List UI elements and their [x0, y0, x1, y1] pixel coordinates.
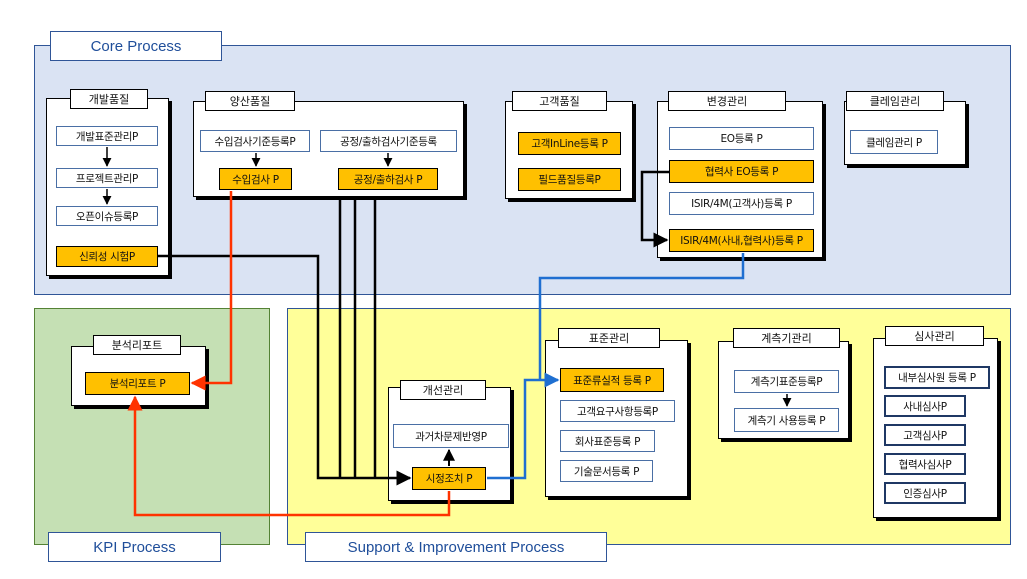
analysis-report-item[interactable]: 분석리포트 P — [85, 372, 190, 395]
flow-reliability-to-corrective — [158, 254, 412, 486]
kpi-process-label: KPI Process — [48, 532, 221, 562]
claim-mgmt-title: 클레임관리 — [846, 91, 944, 111]
standard-record-item[interactable]: 표준류실적 등록 P — [560, 368, 664, 392]
supplier-audit-item[interactable]: 협력사심사P — [884, 453, 966, 475]
customer-audit-item[interactable]: 고객심사P — [884, 424, 966, 446]
flow-isir-to-standard — [538, 253, 745, 380]
flow-corrective-to-report — [127, 395, 451, 517]
internal-audit-item[interactable]: 사내심사P — [884, 395, 966, 417]
corrective-action-item[interactable]: 시정조치 P — [412, 467, 486, 490]
instrument-mgmt-title: 계측기관리 — [733, 328, 840, 348]
standard-mgmt-title: 표준관리 — [558, 328, 660, 348]
customer-requirement-item[interactable]: 고객요구사항등록P — [560, 400, 675, 422]
dev-quality-title: 개발품질 — [70, 89, 148, 109]
isir-4m-internal-supplier-item[interactable]: ISIR/4M(사내,협력사)등록 P — [669, 229, 814, 252]
process-shipping-inspection-item[interactable]: 공정/출하검사 P — [338, 168, 438, 190]
flow-corrective-to-standard — [487, 372, 560, 480]
supplier-eo-register-item[interactable]: 협력사 EO등록 P — [669, 160, 814, 183]
mass-quality-title: 양산품질 — [205, 91, 295, 111]
certification-audit-item[interactable]: 인증심사P — [884, 482, 966, 504]
company-standard-item[interactable]: 회사표준등록 P — [560, 430, 655, 452]
past-issue-reflect-item[interactable]: 과거차문제반영P — [393, 424, 509, 448]
incoming-inspection-std-item[interactable]: 수입검사기준등록P — [200, 130, 310, 152]
analysis-report-title: 분석리포트 — [93, 335, 181, 355]
open-issue-item[interactable]: 오픈이슈등록P — [56, 206, 158, 226]
eo-register-item[interactable]: EO등록 P — [669, 127, 814, 150]
claim-mgmt-item[interactable]: 클레임관리 P — [850, 130, 938, 154]
isir-4m-customer-item[interactable]: ISIR/4M(고객사)등록 P — [669, 192, 814, 215]
project-mgmt-item[interactable]: 프로젝트관리P — [56, 168, 158, 188]
dev-standard-mgmt-item[interactable]: 개발표준관리P — [56, 126, 158, 146]
change-mgmt-title: 변경관리 — [668, 91, 786, 111]
instrument-standard-item[interactable]: 계측기표준등록P — [734, 370, 839, 393]
flow-eo-to-isir — [640, 170, 669, 248]
internal-auditor-item[interactable]: 내부심사원 등록 P — [884, 366, 990, 389]
field-quality-item[interactable]: 필드품질등록P — [518, 168, 621, 191]
support-process-label: Support & Improvement Process — [305, 532, 607, 562]
reliability-test-item[interactable]: 신뢰성 시험P — [56, 246, 158, 267]
tech-document-item[interactable]: 기술문서등록 P — [560, 460, 653, 482]
core-process-label: Core Process — [50, 31, 222, 61]
incoming-inspection-item[interactable]: 수입검사 P — [219, 168, 292, 190]
customer-inline-item[interactable]: 고객InLine등록 P — [518, 132, 621, 155]
improvement-title: 개선관리 — [400, 380, 486, 400]
instrument-usage-item[interactable]: 계측기 사용등록 P — [734, 408, 839, 432]
process-shipping-std-item[interactable]: 공정/출하검사기준등록 — [320, 130, 457, 152]
audit-mgmt-title: 심사관리 — [885, 326, 984, 346]
flow-inspection-to-report — [190, 191, 233, 391]
customer-quality-title: 고객품질 — [512, 91, 607, 111]
